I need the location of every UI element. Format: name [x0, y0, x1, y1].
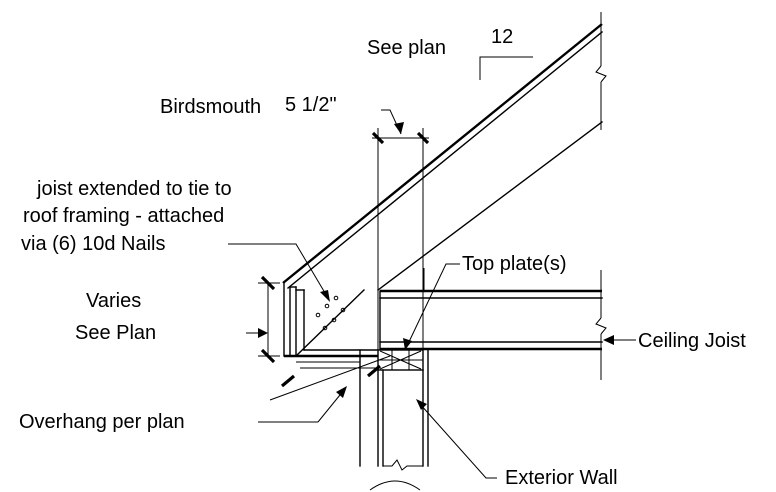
rafter [282, 23, 603, 357]
ceiling-joist-leader: Ceiling Joist [603, 330, 746, 352]
varies-see-plan-label: See Plan [75, 322, 156, 344]
overhang-label: Overhang per plan [19, 411, 185, 433]
ceiling-joist [379, 289, 603, 351]
break-line-joist [595, 270, 607, 380]
break-line-top [595, 12, 607, 130]
top-plate-label: Top plate(s) [462, 253, 567, 275]
ceiling-joist-label: Ceiling Joist [638, 330, 746, 352]
birdsmouth-label: Birdsmouth [160, 96, 261, 118]
birdsmouth-dimension: Birdsmouth 5 1/2" [160, 94, 430, 350]
varies-dimension: Varies See Plan [75, 275, 280, 364]
top-plate-leader: Top plate(s) [403, 253, 567, 350]
joist-note-leader: joist extended to tie to roof framing - … [21, 178, 330, 302]
exterior-wall [359, 349, 429, 491]
joist-note-line-2: roof framing - attached [23, 205, 224, 227]
slope-see-plan-label: See plan [367, 37, 446, 59]
nail-pattern [315, 295, 346, 331]
joist-note-line-3: via (6) 10d Nails [21, 233, 166, 255]
overhang-dimension: Overhang per plan [19, 355, 391, 433]
joist-note-line-1: joist extended to tie to [36, 178, 232, 200]
exterior-wall-leader: Exterior Wall [416, 399, 618, 489]
slope-rise-label: 12 [491, 26, 513, 48]
varies-label: Varies [86, 290, 141, 312]
exterior-wall-label: Exterior Wall [505, 467, 618, 489]
birdsmouth-dimension-value: 5 1/2" [285, 94, 337, 116]
top-plates [377, 349, 424, 371]
slope-indicator: 12 See plan [367, 26, 533, 80]
extended-joist [284, 286, 379, 358]
